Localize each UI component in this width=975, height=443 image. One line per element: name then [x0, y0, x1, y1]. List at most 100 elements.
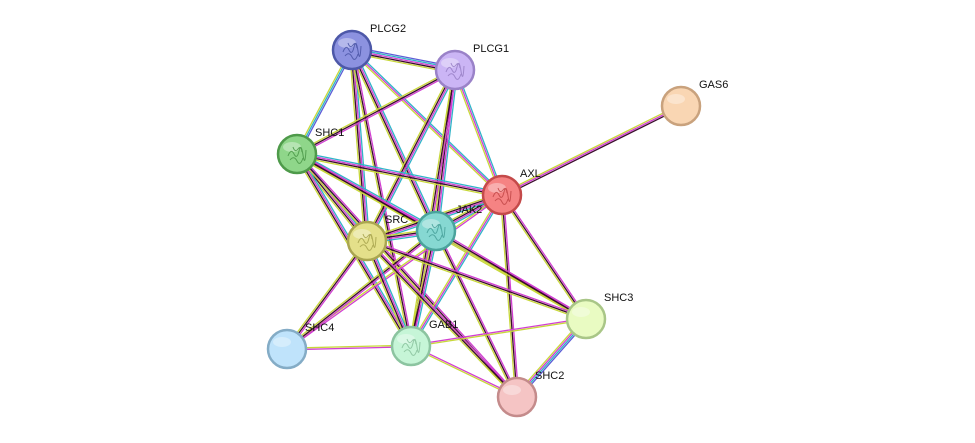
edge-evidence-line	[364, 68, 454, 241]
node-src[interactable]: SRC	[346, 214, 408, 262]
protein-structure-icon	[401, 338, 421, 356]
node-shc2[interactable]: SHC2	[496, 370, 564, 418]
edges-layer	[285, 46, 683, 400]
edge-evidence-line	[452, 70, 502, 196]
edge-evidence-line	[297, 70, 457, 156]
edge-evidence-line	[437, 70, 459, 232]
edge-evidence-line	[286, 230, 437, 350]
edge-evidence-line	[411, 319, 587, 348]
edge-evidence-line	[499, 195, 517, 398]
edge-evidence-line	[297, 152, 519, 397]
node-gas6[interactable]: GAS6	[660, 79, 728, 127]
node-axl[interactable]: AXL	[481, 168, 541, 216]
edge-evidence-line	[350, 50, 367, 242]
edge-evidence-line	[455, 69, 505, 195]
node-shc1[interactable]: SHC1	[276, 127, 344, 175]
edge-evidence-line	[366, 241, 586, 322]
node-label: PLCG2	[370, 23, 406, 35]
edge-jak2-shc2[interactable]	[433, 230, 520, 398]
edge-evidence-line	[297, 151, 438, 230]
edge-axl-shc2[interactable]	[499, 194, 520, 398]
node-label: SHC4	[305, 322, 334, 334]
node-circle[interactable]	[434, 49, 476, 91]
node-highlight	[667, 94, 685, 104]
node-circle[interactable]	[266, 328, 308, 370]
edge-evidence-line	[296, 69, 456, 155]
edge-evidence-line	[408, 69, 455, 346]
node-highlight	[397, 334, 415, 344]
edge-jak2-shc4[interactable]	[285, 229, 438, 351]
node-circle[interactable]	[415, 210, 457, 252]
edge-axl-shc3[interactable]	[500, 193, 588, 321]
node-circle[interactable]	[496, 376, 538, 418]
protein-structure-icon	[287, 146, 307, 164]
edge-evidence-line	[295, 68, 455, 154]
edge-evidence-line	[296, 155, 502, 198]
edge-evidence-line	[287, 346, 412, 351]
node-gab1[interactable]: GAB1	[390, 319, 458, 367]
edge-evidence-line	[297, 151, 503, 194]
edge-evidence-line	[500, 103, 681, 195]
edge-src-shc4[interactable]	[285, 239, 369, 351]
edge-evidence-line	[352, 49, 369, 241]
protein-structure-icon	[342, 42, 362, 60]
edge-evidence-line	[501, 105, 682, 196]
edge-gas6-axl[interactable]	[500, 103, 683, 198]
edge-evidence-line	[365, 69, 455, 241]
edge-evidence-line	[286, 240, 368, 350]
edge-evidence-line	[287, 241, 369, 351]
protein-structure-icon	[357, 233, 377, 251]
edge-evidence-line	[349, 50, 435, 233]
edge-plcg1-shc1[interactable]	[295, 68, 457, 156]
node-jak2[interactable]: JAK2	[415, 204, 482, 252]
node-circle[interactable]	[331, 29, 373, 71]
edge-evidence-line	[435, 230, 518, 398]
node-label: SHC1	[315, 127, 344, 139]
node-shc4[interactable]: SHC4	[266, 322, 334, 370]
edge-evidence-line	[454, 69, 503, 196]
protein-structure-icon	[426, 223, 446, 241]
protein-structure-icon	[492, 187, 512, 205]
edge-evidence-line	[366, 240, 587, 320]
node-circle[interactable]	[660, 85, 702, 127]
edge-jak2-shc3[interactable]	[434, 229, 588, 321]
edge-evidence-line	[287, 231, 438, 351]
edge-plcg2-jak2[interactable]	[349, 48, 439, 233]
node-plcg2[interactable]: PLCG2	[331, 23, 406, 71]
node-circle[interactable]	[276, 133, 318, 175]
edge-evidence-line	[436, 229, 588, 319]
node-plcg1[interactable]: PLCG1	[434, 43, 509, 91]
node-label: JAK2	[456, 204, 482, 216]
edge-evidence-line	[286, 344, 411, 349]
edge-evidence-line	[352, 49, 414, 346]
edge-plcg2-src[interactable]	[348, 49, 371, 242]
edge-src-shc3[interactable]	[366, 238, 587, 322]
edge-evidence-line	[366, 240, 518, 398]
node-circle[interactable]	[390, 325, 432, 367]
edge-src-shc2[interactable]	[365, 239, 519, 399]
node-label: GAB1	[429, 319, 458, 331]
edge-evidence-line	[502, 194, 520, 397]
node-highlight	[488, 183, 506, 193]
node-label: GAS6	[699, 79, 728, 91]
node-circle[interactable]	[346, 220, 388, 262]
edge-plcg1-src[interactable]	[364, 68, 458, 243]
node-circle[interactable]	[565, 298, 607, 340]
edge-plcg1-axl[interactable]	[452, 69, 505, 196]
node-label: AXL	[520, 168, 541, 180]
edge-evidence-line	[352, 49, 438, 231]
edge-shc1-axl[interactable]	[296, 151, 503, 198]
node-shc3[interactable]: SHC3	[565, 292, 633, 340]
edge-gab1-shc4[interactable]	[286, 344, 412, 351]
edge-evidence-line	[367, 239, 519, 397]
protein-structure-icon	[445, 62, 465, 80]
node-label: SHC3	[604, 292, 633, 304]
edge-evidence-line	[435, 230, 587, 320]
edge-evidence-line	[501, 194, 518, 398]
node-circle[interactable]	[481, 174, 523, 216]
edge-gab1-shc3[interactable]	[410, 317, 587, 348]
edge-evidence-line	[434, 231, 586, 321]
edge-evidence-line	[353, 48, 439, 231]
